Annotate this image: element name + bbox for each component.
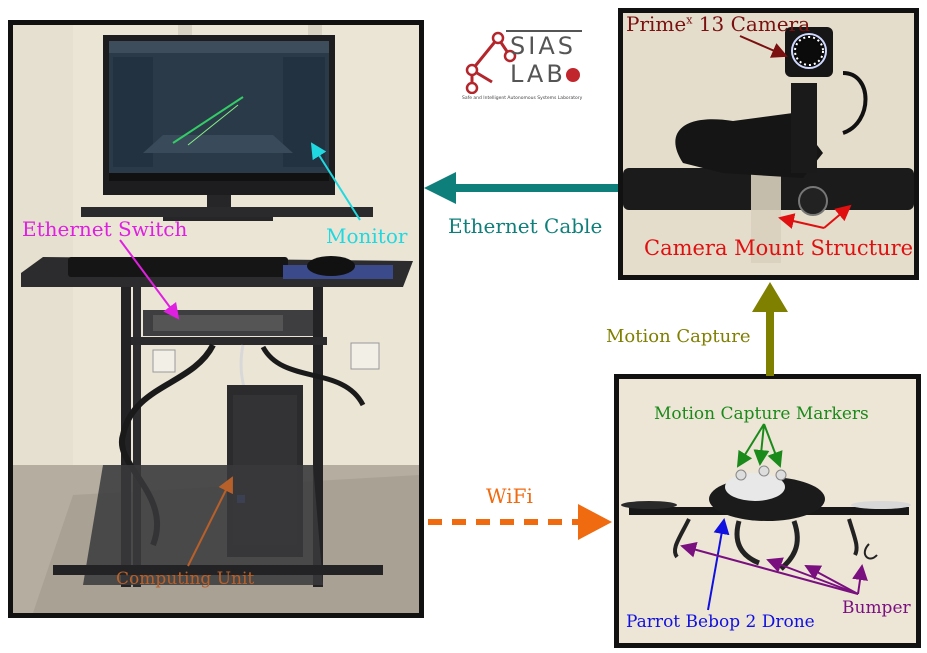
drone-illustration bbox=[619, 379, 916, 643]
camera-label-sup: x bbox=[686, 13, 693, 27]
bumper-pointer-3 bbox=[804, 565, 859, 595]
camera-illustration bbox=[623, 13, 914, 275]
motion-capture-arrow bbox=[752, 282, 788, 376]
mount-pointer-left bbox=[778, 213, 825, 229]
logo-network-icon bbox=[465, 31, 517, 94]
computing-unit-pointer bbox=[187, 476, 233, 567]
camera-pointer bbox=[739, 35, 788, 58]
motion-capture-label: Motion Capture bbox=[606, 326, 751, 347]
ethernet-switch-pointer bbox=[119, 239, 180, 320]
workstation-illustration bbox=[13, 25, 419, 613]
bumper-label: Bumper bbox=[842, 598, 911, 618]
camera-label: Primex 13 Camera bbox=[626, 12, 810, 36]
sias-lab-logo: SIAS LAB Safe and Intelligent Autonomous… bbox=[458, 26, 588, 106]
camera-photo bbox=[618, 8, 919, 280]
marker-pointer-3 bbox=[763, 423, 783, 468]
ethernet-cable-label: Ethernet Cable bbox=[448, 214, 603, 238]
logo-line1: SIAS bbox=[510, 32, 576, 60]
drone-model-label: Parrot Bebop 2 Drone bbox=[626, 612, 815, 632]
ethernet-arrow bbox=[424, 172, 618, 204]
ethernet-switch-label: Ethernet Switch bbox=[22, 217, 188, 241]
camera-mount-label: Camera Mount Structure bbox=[644, 236, 914, 260]
camera-label-prefix: Prime bbox=[626, 12, 687, 36]
computing-unit-label: Computing Unit bbox=[116, 569, 255, 589]
marker-pointer-2 bbox=[753, 423, 770, 466]
wifi-label: WiFi bbox=[486, 484, 533, 508]
drone-photo bbox=[614, 374, 921, 648]
workstation-photo bbox=[8, 20, 424, 618]
logo-badge-icon bbox=[566, 68, 580, 82]
bumper-pointer-4 bbox=[852, 564, 868, 595]
wifi-arrow bbox=[428, 504, 612, 540]
monitor-label: Monitor bbox=[326, 224, 408, 248]
marker-pointer-1 bbox=[736, 423, 765, 468]
motion-markers-label: Motion Capture Markers bbox=[654, 404, 869, 424]
logo-line2: LAB bbox=[510, 60, 566, 88]
logo-subtitle: Safe and Intelligent Autonomous Systems … bbox=[462, 96, 583, 101]
monitor-pointer bbox=[310, 142, 361, 221]
logo-overline bbox=[506, 30, 582, 32]
mount-pointer-right bbox=[823, 204, 852, 229]
camera-label-suffix: 13 Camera bbox=[692, 12, 811, 36]
drone-pointer bbox=[707, 518, 730, 611]
